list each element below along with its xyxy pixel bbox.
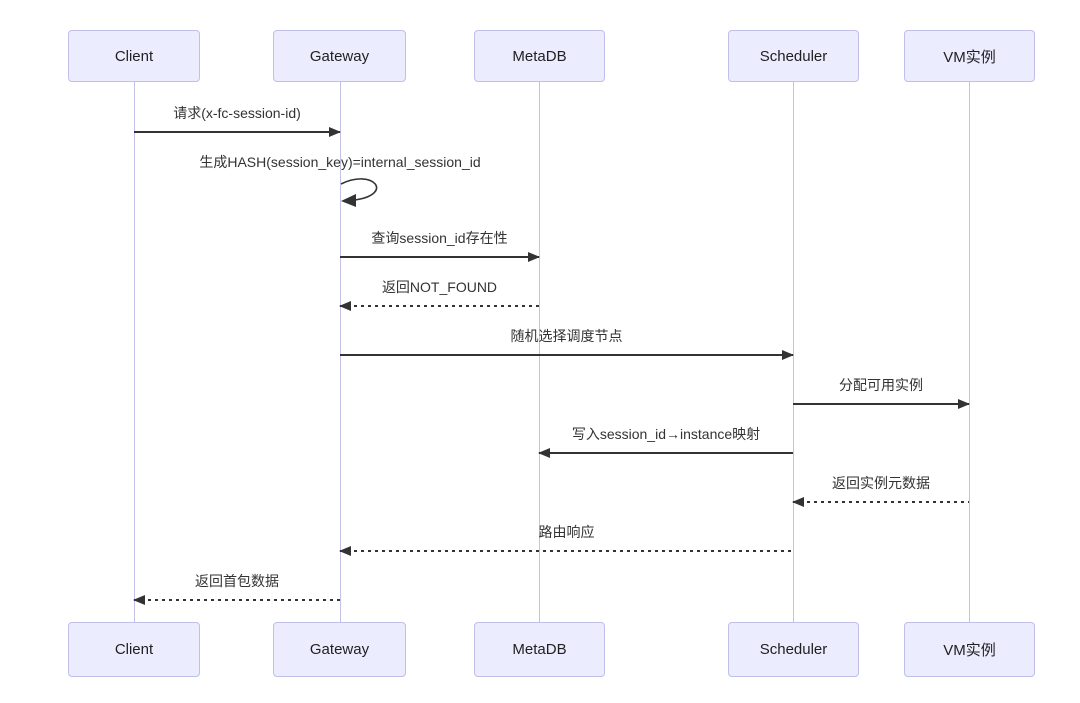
lifeline-vm bbox=[969, 82, 970, 622]
arrow-line bbox=[340, 305, 539, 307]
arrowhead-left-icon bbox=[339, 300, 351, 311]
message-label: 返回首包数据 bbox=[195, 573, 279, 589]
message-query-session-exists: 查询session_id存在性 bbox=[340, 228, 540, 262]
actor-scheduler-top: Scheduler bbox=[728, 30, 859, 82]
actor-vm-bottom: VM实例 bbox=[904, 622, 1035, 677]
arrow-line bbox=[793, 501, 969, 503]
actor-client-top: Client bbox=[68, 30, 200, 82]
message-route-response: 路由响应 bbox=[339, 522, 793, 556]
arrow-line bbox=[340, 256, 539, 258]
arrow-line bbox=[134, 599, 340, 601]
message-label: 写入session_id→instance映射 bbox=[571, 426, 761, 442]
arrow-line bbox=[340, 550, 793, 552]
arrow-line bbox=[539, 452, 793, 454]
arrowhead-right-icon bbox=[528, 251, 540, 262]
message-label: 分配可用实例 bbox=[839, 377, 923, 393]
message-label: 返回实例元数据 bbox=[832, 475, 930, 491]
arrowhead-left-icon bbox=[339, 545, 351, 556]
message-label: 随机选择调度节点 bbox=[510, 328, 623, 344]
lifeline-gateway bbox=[340, 82, 341, 622]
message-label: 请求(x-fc-session-id) bbox=[173, 105, 301, 121]
actor-gateway-bottom: Gateway bbox=[273, 622, 406, 677]
actor-scheduler-bottom: Scheduler bbox=[728, 622, 859, 677]
message-return-not-found: 返回NOT_FOUND bbox=[339, 277, 539, 311]
actor-gateway-top: Gateway bbox=[273, 30, 406, 82]
arrowhead-right-icon bbox=[958, 398, 970, 409]
message-request-session-id: 请求(x-fc-session-id) bbox=[134, 103, 341, 137]
arrow-line bbox=[340, 354, 793, 356]
actor-metadb-top: MetaDB bbox=[474, 30, 605, 82]
message-return-instance-metadata: 返回实例元数据 bbox=[792, 473, 969, 507]
arrowhead-right-icon bbox=[782, 349, 794, 360]
arrow-line bbox=[134, 131, 340, 133]
message-return-first-packet: 返回首包数据 bbox=[133, 571, 340, 605]
message-label: 返回NOT_FOUND bbox=[381, 279, 498, 295]
self-loop-arrow-icon bbox=[340, 178, 378, 207]
message-label: 路由响应 bbox=[538, 524, 595, 540]
arrowhead-left-icon bbox=[538, 447, 550, 458]
message-write-session-mapping: 写入session_id→instance映射 bbox=[538, 424, 793, 458]
arrowhead-left-icon bbox=[792, 496, 804, 507]
arrowhead-right-icon bbox=[329, 126, 341, 137]
message-generate-hash: 生成HASH(session_key)=internal_session_id bbox=[199, 154, 481, 170]
message-allocate-instance: 分配可用实例 bbox=[793, 375, 970, 409]
arrow-line bbox=[793, 403, 969, 405]
actor-vm-top: VM实例 bbox=[904, 30, 1035, 82]
lifeline-metadb bbox=[539, 82, 540, 622]
actor-metadb-bottom: MetaDB bbox=[474, 622, 605, 677]
arrowhead-left-icon bbox=[133, 594, 145, 605]
lifeline-client bbox=[134, 82, 135, 622]
actor-client-bottom: Client bbox=[68, 622, 200, 677]
message-pick-scheduler-node: 随机选择调度节点 bbox=[340, 326, 794, 360]
message-label: 查询session_id存在性 bbox=[371, 230, 508, 246]
